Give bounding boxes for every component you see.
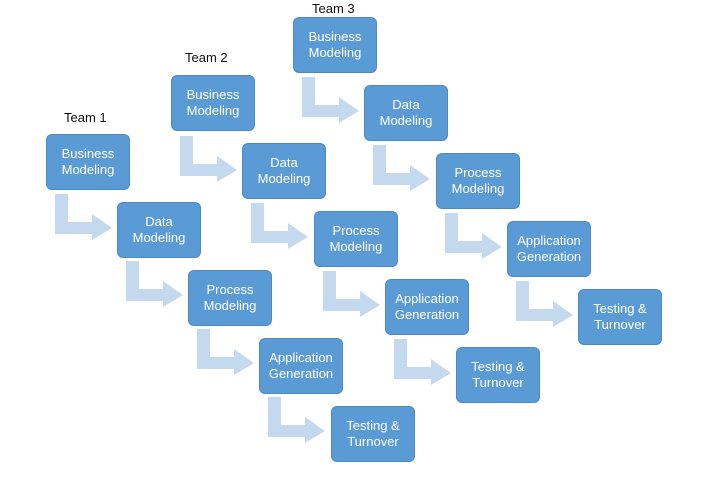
team-2-step-data-modeling: Data Modeling — [242, 143, 326, 199]
team-3-arrow-1-icon — [302, 77, 359, 123]
team-3-step-3-label: Process Modeling — [451, 165, 505, 196]
team-1-step-3-label: Process Modeling — [203, 282, 257, 313]
team-1-step-2-label: Data Modeling — [132, 214, 186, 245]
team-1-step-application-generation: Application Generation — [259, 338, 343, 394]
team-3-step-4-label: Application Generation — [516, 233, 582, 264]
team-2-step-2-label: Data Modeling — [257, 155, 311, 186]
team-1-step-testing-turnover: Testing & Turnover — [331, 406, 415, 462]
team-3-step-2-label: Data Modeling — [379, 97, 433, 128]
team-1-step-business-modeling: Business Modeling — [46, 134, 130, 190]
team-3-arrow-3-icon — [445, 213, 502, 259]
team-2-step-4-label: Application Generation — [394, 291, 460, 322]
team-3-step-5-label: Testing & Turnover — [593, 301, 647, 332]
team-2-step-application-generation: Application Generation — [385, 279, 469, 335]
team-2-step-1-label: Business Modeling — [186, 87, 240, 118]
team-3-label: Team 3 — [312, 1, 355, 16]
team-3-arrow-4-icon — [516, 281, 573, 327]
team-3-step-1-label: Business Modeling — [308, 29, 362, 60]
team-1-step-5-label: Testing & Turnover — [346, 418, 400, 449]
team-1-arrow-3-icon — [197, 329, 254, 375]
team-3-step-application-generation: Application Generation — [507, 221, 591, 277]
team-3-arrow-2-icon — [373, 145, 430, 191]
team-2-step-5-label: Testing & Turnover — [471, 359, 525, 390]
team-2-arrow-4-icon — [394, 339, 451, 385]
team-3-step-process-modeling: Process Modeling — [436, 153, 520, 209]
team-1-arrow-1-icon — [55, 194, 112, 240]
team-3-step-business-modeling: Business Modeling — [293, 17, 377, 73]
team-1-label: Team 1 — [64, 110, 107, 125]
team-2-step-business-modeling: Business Modeling — [171, 75, 255, 131]
team-2-arrow-3-icon — [323, 271, 380, 317]
team-2-arrow-1-icon — [180, 136, 237, 182]
team-1-arrow-4-icon — [268, 397, 325, 443]
team-1-step-data-modeling: Data Modeling — [117, 202, 201, 258]
team-2-step-3-label: Process Modeling — [329, 223, 383, 254]
team-2-step-testing-turnover: Testing & Turnover — [456, 347, 540, 403]
team-2-label: Team 2 — [185, 50, 228, 65]
team-1-step-4-label: Application Generation — [268, 350, 334, 381]
team-3-step-data-modeling: Data Modeling — [364, 85, 448, 141]
team-1-step-process-modeling: Process Modeling — [188, 270, 272, 326]
team-2-arrow-2-icon — [251, 203, 308, 249]
team-1-step-1-label: Business Modeling — [61, 146, 115, 177]
team-3-step-testing-turnover: Testing & Turnover — [578, 289, 662, 345]
team-2-step-process-modeling: Process Modeling — [314, 211, 398, 267]
team-1-arrow-2-icon — [126, 261, 183, 307]
